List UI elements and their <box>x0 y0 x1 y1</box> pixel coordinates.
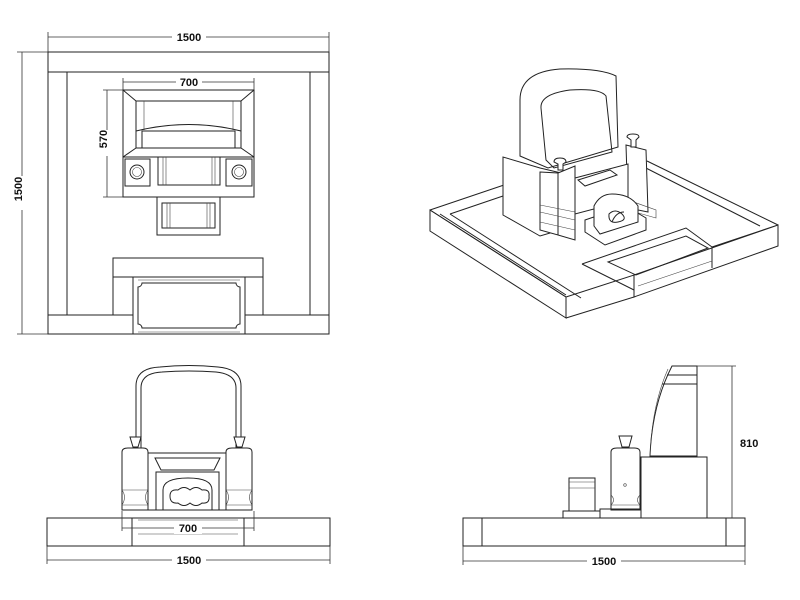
dim-label: 700 <box>180 77 198 89</box>
side-headstone <box>640 365 708 519</box>
front-headstone <box>135 365 242 452</box>
front-pillars <box>121 436 253 511</box>
dimension-700-front: 700 <box>121 511 255 535</box>
side-incense-holder <box>562 477 642 519</box>
dimension-1500-side: 1500 <box>462 546 746 568</box>
plot-border <box>47 51 330 335</box>
dimension-width-1500-top: 1500 <box>47 31 330 52</box>
dim-label: 1500 <box>592 556 616 568</box>
front-altar <box>147 452 227 511</box>
dim-label: 1500 <box>177 555 201 567</box>
top-plan-view: 1500 1500 700 570 <box>13 31 330 335</box>
dimension-810-side: 810 <box>697 365 758 518</box>
side-vase-pillar <box>610 435 641 511</box>
dim-label: 1500 <box>177 32 201 44</box>
front-slab-plan <box>112 257 264 335</box>
iso-headstone <box>502 68 657 241</box>
dimension-1500-front: 1500 <box>46 546 331 567</box>
isometric-view <box>429 68 779 319</box>
side-elevation-view: 810 1500 <box>462 365 758 568</box>
dim-label: 700 <box>179 523 197 535</box>
dim-label: 570 <box>98 130 110 148</box>
front-elevation-view: 700 1500 <box>46 365 331 567</box>
iso-incense-holder <box>584 193 647 246</box>
dim-label: 1500 <box>13 177 25 201</box>
iso-base-frame <box>429 160 779 319</box>
dimension-700-top: 700 <box>122 76 255 90</box>
dimension-depth-1500-top: 1500 <box>13 51 48 335</box>
dim-label: 810 <box>740 438 758 450</box>
monument-plan <box>122 89 255 236</box>
dimension-570-top: 570 <box>98 89 123 198</box>
